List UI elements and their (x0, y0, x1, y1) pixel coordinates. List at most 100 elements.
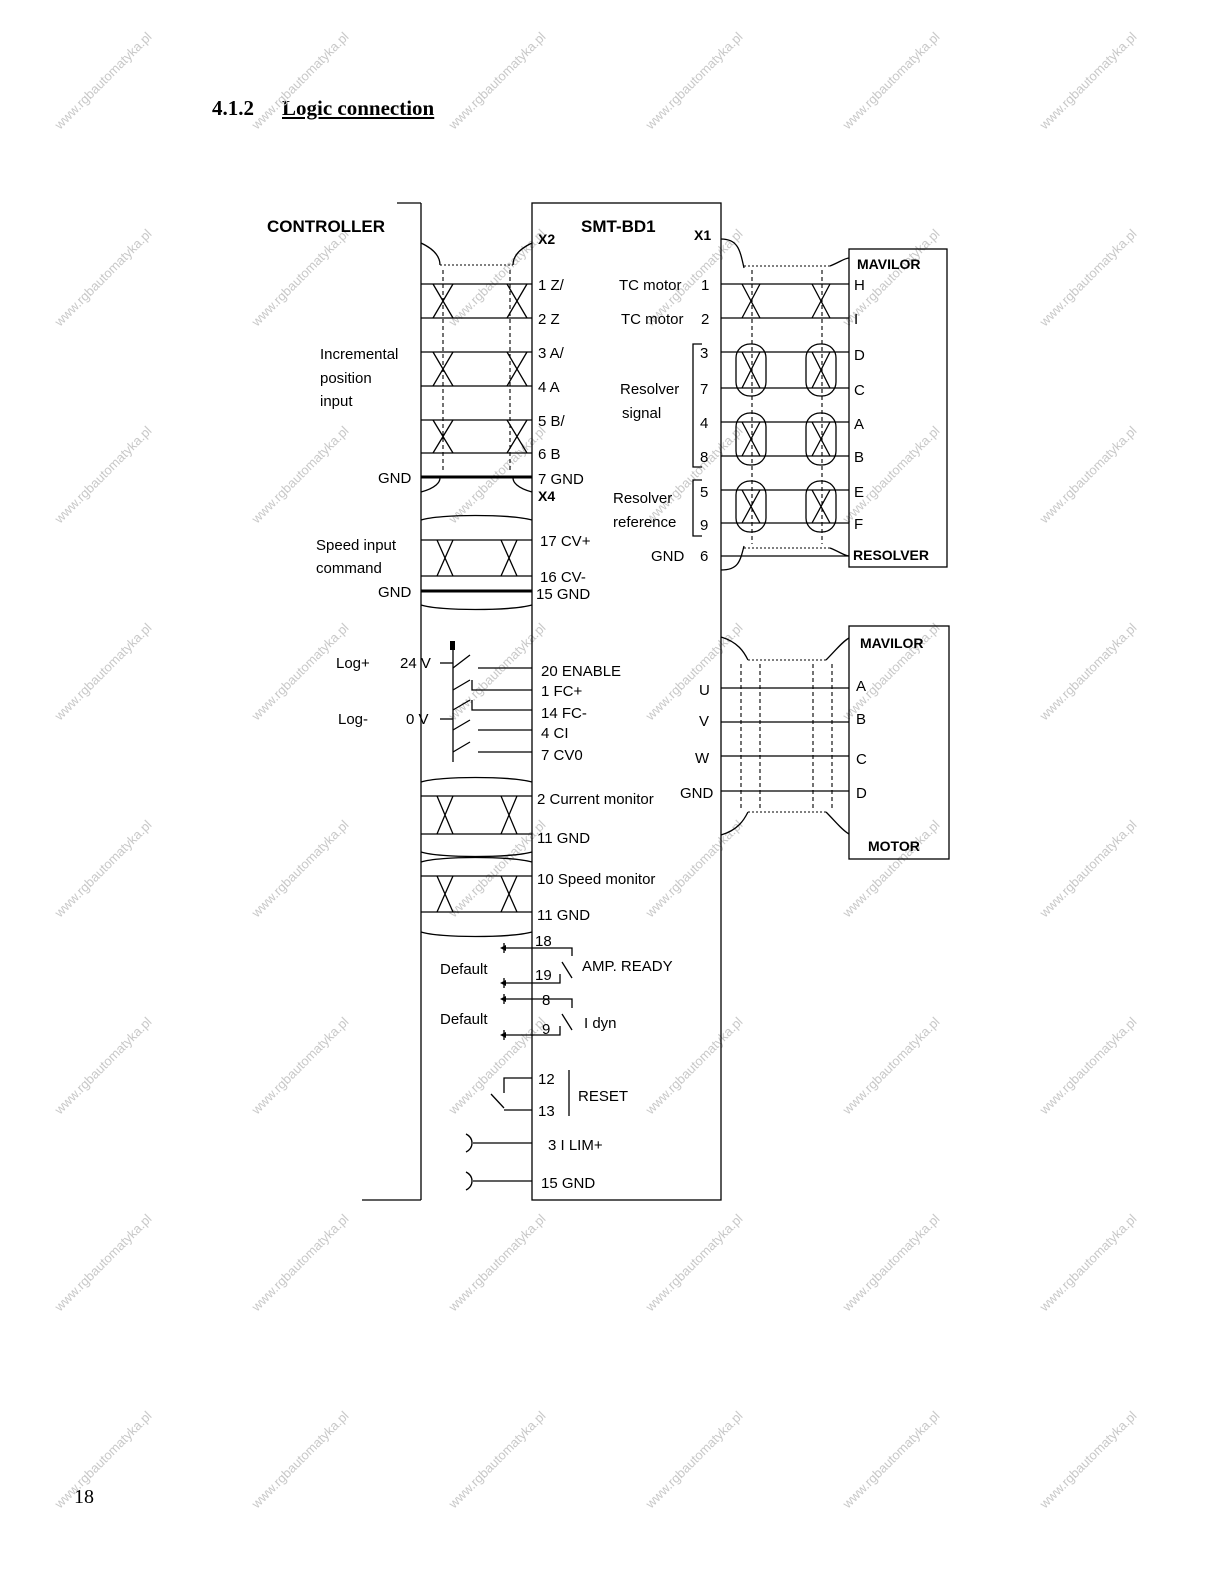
logic-pin-cv0: 7 CV0 (541, 747, 583, 764)
encoder-cable (420, 242, 533, 493)
tc-motor-1-label: TC motor (619, 277, 682, 294)
drive-box (531, 202, 722, 1201)
logic-pin-fc-plus: 1 FC+ (541, 683, 583, 700)
x2-pin-3: 3 A/ (538, 345, 565, 362)
resolver-pin-f: F (854, 516, 863, 533)
resolver-pin-e: E (854, 484, 864, 501)
res-ref-pin-9: 9 (700, 517, 708, 534)
resolver-signal-label-2: signal (622, 405, 661, 422)
relay1-label: AMP. READY (582, 958, 673, 975)
res-signal-pin-3: 3 (700, 345, 708, 362)
default-label-2: Default (440, 1011, 488, 1028)
incremental-label-2: position (320, 370, 372, 387)
relay2-label: I dyn (584, 1015, 617, 1032)
x4-connector-label: X4 (538, 488, 555, 504)
speed-pin-16: 16 CV- (540, 569, 586, 586)
v24-label: 24 V (400, 655, 431, 672)
res-signal-pin-4: 4 (700, 415, 708, 432)
res-signal-pin-7: 7 (700, 381, 708, 398)
incremental-label-3: input (320, 393, 353, 410)
x1-connector-label: X1 (694, 227, 711, 243)
monitor-pin-gnd-2: 11 GND (537, 907, 590, 924)
monitor-pin-speed: 10 Speed monitor (537, 871, 655, 888)
relay2-pin-b: 9 (542, 1021, 550, 1038)
resolver-pin-d: D (854, 347, 865, 364)
resolver-signal-label-1: Resolver (620, 381, 679, 398)
controller-gnd-2: GND (378, 584, 412, 601)
log-minus-label: Log- (338, 711, 368, 728)
resolver-box (848, 248, 948, 568)
resolver-cable (720, 238, 850, 571)
default-label-1: Default (440, 961, 488, 978)
monitor-pin-gnd-1: 11 GND (537, 830, 590, 847)
section-title: Logic connection (282, 96, 435, 120)
logic-pin-enable: 20 ENABLE (541, 663, 621, 680)
resolver-ref-label-2: reference (613, 514, 676, 531)
x2-pin-1: 1 Z/ (538, 277, 565, 294)
section-number: 4.1.2 (212, 96, 254, 120)
resolver-pin-b: B (854, 449, 864, 466)
incremental-label-1: Incremental (320, 346, 398, 363)
resolver-ref-bracket (692, 479, 702, 537)
log-plus-label: Log+ (336, 655, 370, 672)
motor-pin-c: C (856, 751, 867, 768)
res-signal-pin-8: 8 (700, 449, 708, 466)
motor-pin-b: B (856, 711, 866, 728)
relay1-pin-a: 18 (535, 933, 552, 950)
x2-pin-5: 5 B/ (538, 413, 566, 430)
drive-title: SMT-BD1 (581, 217, 656, 236)
motor-box-bottom-label: MOTOR (868, 838, 920, 854)
reset-switch (490, 1070, 570, 1116)
relay-arrows (500, 945, 506, 1038)
v0-label: 0 V (406, 711, 429, 728)
resolver-pin-i: I (854, 311, 858, 328)
x2-pin-6: 6 B (538, 446, 561, 463)
speed-label-2: command (316, 560, 382, 577)
monitor-pin-current: 2 Current monitor (537, 791, 654, 808)
resolver-pin-a: A (854, 416, 864, 433)
motor-out-v: V (699, 713, 709, 730)
reset-pin-13: 13 (538, 1103, 555, 1120)
x2-pin-7: 7 GND (538, 471, 584, 488)
speed-pin-15: 15 GND (536, 586, 590, 603)
controller-frame (362, 202, 422, 1201)
relay1-pin-b: 19 (535, 967, 552, 984)
tc-motor-2-pin: 2 (701, 311, 709, 328)
resolver-box-top-label: MAVILOR (857, 256, 921, 272)
tc-motor-1-pin: 1 (701, 277, 709, 294)
relay2-pin-a: 8 (542, 992, 550, 1009)
ilim-pin: 3 I LIM+ (548, 1137, 603, 1154)
reset-pin-12: 12 (538, 1071, 555, 1088)
gnd-6-label: GND (651, 548, 685, 565)
resolver-signal-bracket (692, 343, 702, 468)
section-heading: 4.1.2 Logic connection (212, 96, 434, 121)
motor-pin-d: D (856, 785, 867, 802)
gnd-pin-15: 15 GND (541, 1175, 595, 1192)
reset-label: RESET (578, 1088, 628, 1105)
x2-connector-label: X2 (538, 231, 555, 247)
controller-title: CONTROLLER (267, 217, 385, 236)
page-number: 18 (74, 1486, 94, 1508)
resolver-box-bottom-label: RESOLVER (853, 547, 929, 563)
logic-pin-ci: 4 CI (541, 725, 569, 742)
resolver-pin-c: C (854, 382, 865, 399)
tc-motor-2-label: TC motor (621, 311, 684, 328)
motor-box (848, 625, 950, 860)
x2-pin-4: 4 A (538, 379, 560, 396)
logic-pin-fc-minus: 14 FC- (541, 705, 587, 722)
resolver-pin-h: H (854, 277, 865, 294)
motor-out-u: U (699, 682, 710, 699)
x2-pin-2: 2 Z (538, 311, 560, 328)
motor-box-top-label: MAVILOR (860, 635, 924, 651)
resolver-ref-label-1: Resolver (613, 490, 672, 507)
motor-cable (720, 636, 850, 836)
res-ref-pin-5: 5 (700, 484, 708, 501)
gnd-6-pin: 6 (700, 548, 708, 565)
monitor-cables (420, 776, 533, 938)
motor-pin-a: A (856, 678, 866, 695)
motor-out-w: W (695, 750, 710, 767)
speed-command-cable (420, 514, 533, 611)
controller-gnd-1: GND (378, 470, 412, 487)
